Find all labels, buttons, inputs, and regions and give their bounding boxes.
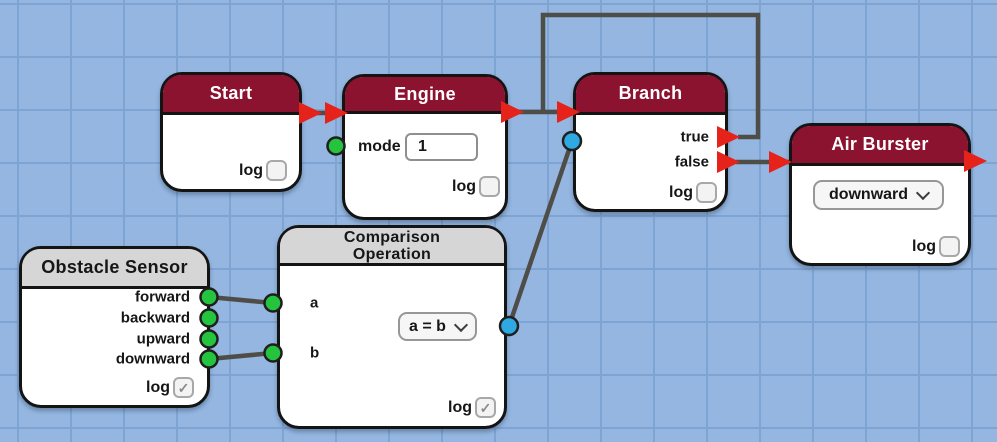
port-branch-condition[interactable] xyxy=(561,130,583,152)
wire-forward-to-a[interactable] xyxy=(208,294,274,306)
node-comparison-operation-header[interactable]: Comparison Operation xyxy=(280,228,504,266)
output-forward-label: forward xyxy=(134,288,190,306)
node-branch-header[interactable]: Branch xyxy=(576,75,725,115)
node-air-burster-header[interactable]: Air Burster xyxy=(792,126,968,166)
direction-select-value: downward xyxy=(828,186,909,203)
log-label: log xyxy=(146,378,170,396)
log-label: log xyxy=(448,398,472,416)
node-start[interactable]: Start log xyxy=(160,72,302,192)
flow-out-arrow-engine[interactable] xyxy=(501,101,524,123)
input-a-label: a xyxy=(310,294,319,312)
port-obstacle-upward[interactable] xyxy=(199,329,219,349)
port-obstacle-forward[interactable] xyxy=(199,287,219,307)
log-label: log xyxy=(452,177,476,195)
flow-in-arrow-air-burster[interactable] xyxy=(769,151,792,173)
wire-downward-to-b[interactable] xyxy=(208,350,274,362)
port-comparison-a[interactable] xyxy=(263,293,283,313)
flow-in-arrow-branch[interactable] xyxy=(557,101,580,123)
mode-label: mode xyxy=(358,138,401,155)
output-true-label: true xyxy=(680,128,709,146)
log-checkbox[interactable] xyxy=(696,182,717,203)
node-title-line2: Operation xyxy=(352,245,432,263)
log-checkbox[interactable]: ✓ xyxy=(173,377,194,398)
node-title: Start xyxy=(209,83,253,103)
node-engine[interactable]: Engine mode log xyxy=(342,74,508,220)
operator-select[interactable]: a = b xyxy=(398,312,477,341)
output-upward-label: upward xyxy=(136,330,190,348)
output-downward-label: downward xyxy=(115,350,190,368)
log-label: log xyxy=(669,183,693,201)
output-false-label: false xyxy=(674,153,709,171)
log-label: log xyxy=(912,237,936,255)
flow-in-arrow-engine[interactable] xyxy=(325,102,348,124)
flow-out-arrow-air-burster[interactable] xyxy=(964,150,987,172)
node-title: Branch xyxy=(618,83,683,103)
log-label: log xyxy=(239,161,263,179)
node-branch[interactable]: Branch true false log xyxy=(573,72,728,212)
node-title: Obstacle Sensor xyxy=(41,257,188,277)
input-b-label: b xyxy=(310,344,320,362)
log-checkbox[interactable] xyxy=(479,176,500,197)
operator-select-value: a = b xyxy=(409,317,446,335)
direction-select[interactable]: downward xyxy=(813,180,944,210)
wire-comparison-to-branch[interactable] xyxy=(506,140,575,327)
node-comparison-operation[interactable]: Comparison Operation a b a = b log ✓ xyxy=(277,225,507,429)
node-engine-header[interactable]: Engine xyxy=(345,77,505,114)
flow-out-arrow-start[interactable] xyxy=(299,102,322,124)
node-start-header[interactable]: Start xyxy=(163,75,299,115)
port-engine-mode[interactable] xyxy=(326,136,346,156)
wire-branch-true-loop[interactable] xyxy=(540,12,761,140)
mode-input[interactable] xyxy=(405,133,478,161)
flow-out-arrow-branch-false[interactable] xyxy=(717,151,740,173)
log-checkbox[interactable]: ✓ xyxy=(475,397,496,418)
log-checkbox[interactable] xyxy=(939,236,960,257)
log-checkbox[interactable] xyxy=(266,160,287,181)
flow-out-arrow-branch-true[interactable] xyxy=(717,126,740,148)
node-air-burster[interactable]: Air Burster downward log xyxy=(789,123,971,266)
port-obstacle-backward[interactable] xyxy=(199,308,219,328)
output-backward-label: backward xyxy=(120,309,190,327)
port-comparison-b[interactable] xyxy=(263,343,283,363)
port-obstacle-downward[interactable] xyxy=(199,349,219,369)
node-title: Engine xyxy=(394,83,456,104)
node-obstacle-sensor-header[interactable]: Obstacle Sensor xyxy=(22,249,207,289)
port-comparison-result[interactable] xyxy=(498,315,520,337)
node-title: Air Burster xyxy=(831,134,929,154)
node-obstacle-sensor[interactable]: Obstacle Sensor forward backward upward … xyxy=(19,246,210,408)
node-title-line1: Comparison xyxy=(343,228,441,246)
